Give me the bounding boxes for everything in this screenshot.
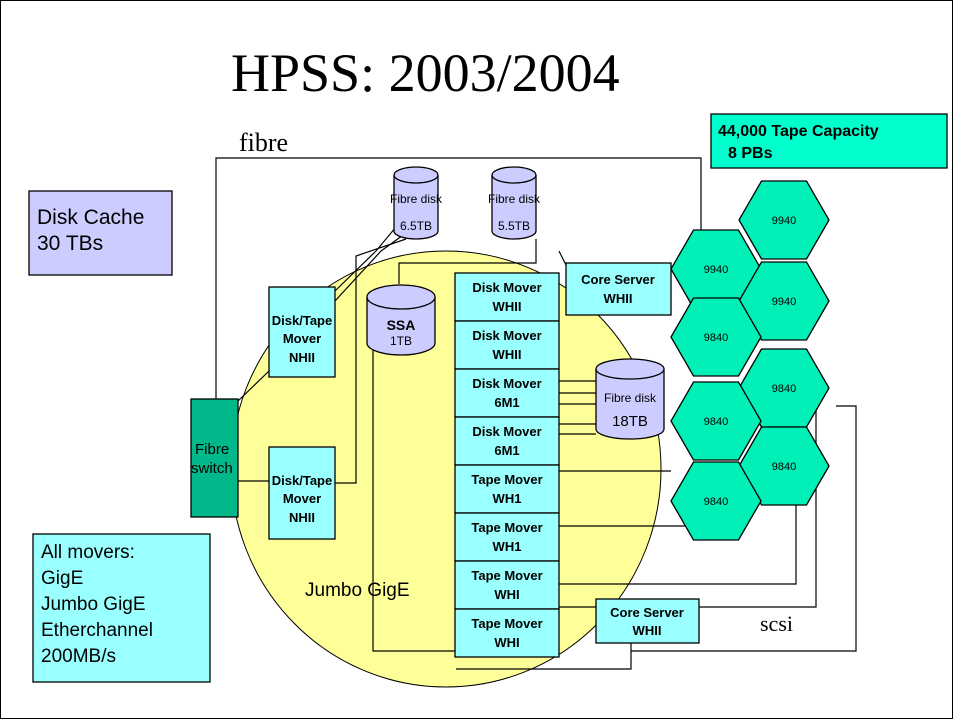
- fibre-loop-line: [215, 157, 702, 446]
- mover-line: NHII: [289, 510, 315, 525]
- tape-silo-label: 9940: [704, 264, 728, 276]
- tape-silo: 9840: [670, 381, 762, 461]
- mover-line: NHII: [289, 350, 315, 365]
- mover-line: WH1: [493, 539, 522, 554]
- all-movers-line: 200MB/s: [41, 646, 116, 667]
- ssa-disk: SSA 1TB: [366, 284, 436, 356]
- all-movers-line: Jumbo GigE: [41, 594, 146, 615]
- tape-capacity-line1: 44,000 Tape Capacity: [718, 123, 879, 140]
- all-movers-line: Etherchannel: [41, 620, 153, 641]
- tape-silo-label: 9840: [772, 461, 796, 473]
- connection-lines: [237, 226, 857, 670]
- tape-capacity-line2: 8 PBs: [728, 145, 773, 162]
- tape-capacity-box: [710, 113, 948, 169]
- scsi-label: scsi: [760, 611, 793, 636]
- mover-line: Mover: [283, 331, 321, 346]
- tape-silo: 9840: [670, 297, 762, 377]
- tape-silo: 9940: [738, 180, 830, 260]
- all-movers-text: All movers: GigE Jumbo GigE Etherchannel…: [41, 542, 153, 667]
- disk-size: 5.5TB: [498, 219, 530, 233]
- mover-line: WHI: [494, 587, 519, 602]
- core-server-bottom: Core Server WHII: [595, 598, 700, 644]
- mover-line: Tape Mover: [471, 472, 542, 487]
- disk-size: 18TB: [612, 413, 648, 430]
- disk-label: Fibre disk: [390, 192, 443, 206]
- mover-line: WH1: [493, 491, 522, 506]
- mover-line: Mover: [283, 491, 321, 506]
- tape-silo: 9840: [670, 461, 762, 541]
- mover-line: 6M1: [494, 395, 519, 410]
- disk-tape-mover: Disk/Tape Mover NHII: [268, 446, 336, 540]
- mover-line: Disk Mover: [472, 280, 541, 295]
- disk-size: 1TB: [390, 334, 412, 348]
- tape-silo-label: 9840: [772, 383, 796, 395]
- disk-label: Fibre disk: [604, 391, 657, 405]
- core-server-line: Core Server: [581, 272, 655, 287]
- mover-line: Disk/Tape: [272, 313, 332, 328]
- tape-silo-label: 9940: [772, 296, 796, 308]
- all-movers-line: GigE: [41, 568, 83, 589]
- page-title: HPSS: 2003/2004: [231, 43, 620, 103]
- tape-silo-label: 9840: [704, 416, 728, 428]
- mover-line: Disk Mover: [472, 424, 541, 439]
- all-movers-line: All movers:: [41, 542, 135, 563]
- mover-line: Disk Mover: [472, 328, 541, 343]
- mover-box: Disk Mover 6M1: [454, 368, 560, 418]
- mover-line: WHII: [493, 347, 522, 362]
- disk-size: 6.5TB: [400, 219, 432, 233]
- disk-cache-line1: Disk Cache: [37, 206, 144, 229]
- disk-tape-mover: Disk/Tape Mover NHII: [268, 286, 336, 378]
- fibre-disk-6-5tb: Fibre disk 6.5TB: [390, 166, 443, 240]
- mover-line: Tape Mover: [471, 568, 542, 583]
- tape-silo-label: 9940: [772, 215, 796, 227]
- tape-silo-label: 9840: [704, 332, 728, 344]
- fibre-switch-line2: switch: [191, 460, 233, 477]
- fibre-disk-5-5tb: Fibre disk 5.5TB: [488, 166, 541, 240]
- disk-label: SSA: [387, 317, 416, 333]
- mover-line: Disk Mover: [472, 376, 541, 391]
- mover-line: WHII: [493, 299, 522, 314]
- fibre-label: fibre: [239, 128, 288, 157]
- fibre-switch: [190, 398, 239, 518]
- fibre-switch-line1: Fibre: [195, 441, 229, 458]
- disk-label: Fibre disk: [488, 192, 541, 206]
- core-server-line: Core Server: [610, 605, 684, 620]
- mover-line: WHI: [494, 635, 519, 650]
- fibre-disk-18tb: Fibre disk 18TB: [595, 358, 665, 440]
- jumbo-gige-label: Jumbo GigE: [305, 580, 410, 601]
- mover-line: 6M1: [494, 443, 519, 458]
- core-server-line: WHII: [633, 623, 662, 638]
- core-server-line: WHII: [604, 291, 633, 306]
- mover-box: Disk Mover 6M1: [454, 416, 560, 466]
- all-movers-box: [32, 533, 211, 683]
- tape-silo-label: 9840: [704, 496, 728, 508]
- mover-line: Disk/Tape: [272, 473, 332, 488]
- disk-cache-line2: 30 TBs: [37, 232, 103, 255]
- mover-line: Tape Mover: [471, 520, 542, 535]
- core-server-top: Core Server WHII: [565, 262, 672, 316]
- mover-line: Tape Mover: [471, 616, 542, 631]
- tape-silos: 9940 9940 9940 9840 9840 9840 9840 9840: [670, 180, 830, 541]
- disk-cache-box: [28, 190, 173, 276]
